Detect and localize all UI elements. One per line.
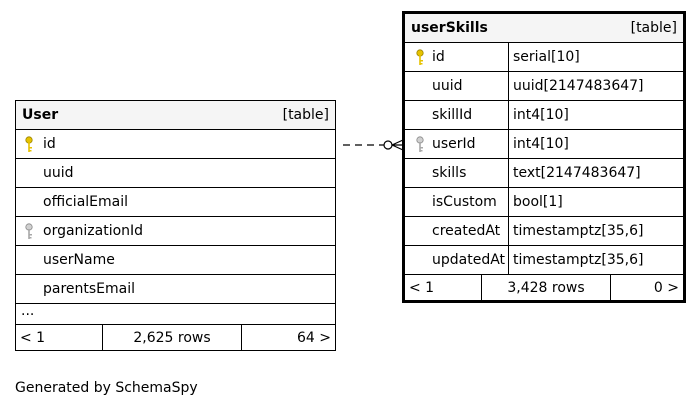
table-kind: [table] bbox=[630, 20, 677, 36]
column-name: id bbox=[43, 136, 56, 152]
column-type: timestamptz[35,6] bbox=[513, 252, 644, 268]
column-row-userName[interactable]: userName bbox=[16, 246, 335, 275]
column-name-cell: createdAt bbox=[405, 217, 509, 245]
column-name-cell: userId bbox=[405, 130, 509, 158]
column-row-updatedAt[interactable]: updatedAt timestamptz[35,6] bbox=[405, 246, 683, 275]
column-name: skillId bbox=[432, 107, 473, 123]
more-columns-ellipsis: ... bbox=[16, 304, 335, 325]
column-name: organizationId bbox=[43, 223, 144, 239]
row-count: 2,625 rows bbox=[103, 325, 242, 350]
column-name: officialEmail bbox=[43, 194, 128, 210]
column-name: userId bbox=[432, 136, 476, 152]
column-type: int4[10] bbox=[513, 107, 569, 123]
column-name-cell: skills bbox=[405, 159, 509, 187]
column-name: createdAt bbox=[432, 223, 501, 239]
generator-caption: Generated by SchemaSpy bbox=[15, 380, 198, 396]
column-row-skillId[interactable]: skillId int4[10] bbox=[405, 101, 683, 130]
table-footer: < 1 3,428 rows 0 > bbox=[405, 275, 683, 300]
crowfoot-marker bbox=[391, 139, 404, 151]
column-name: id bbox=[432, 49, 445, 65]
column-row-officialEmail[interactable]: officialEmail bbox=[16, 188, 335, 217]
next-page-link[interactable]: 64 > bbox=[297, 329, 331, 346]
userskills-table[interactable]: userSkills [table] id serial[10] uuid uu… bbox=[402, 11, 686, 303]
foreign-key-icon bbox=[25, 223, 33, 239]
column-row-userId[interactable]: userId int4[10] bbox=[405, 130, 683, 159]
table-name[interactable]: userSkills bbox=[411, 20, 488, 36]
user-table[interactable]: User [table] id uuid officialEmail organ… bbox=[15, 100, 336, 351]
column-name-cell: isCustom bbox=[405, 188, 509, 216]
column-name: userName bbox=[43, 252, 115, 268]
column-row-createdAt[interactable]: createdAt timestamptz[35,6] bbox=[405, 217, 683, 246]
column-name-cell: skillId bbox=[405, 101, 509, 129]
column-row-id[interactable]: id serial[10] bbox=[405, 43, 683, 72]
foreign-key-icon bbox=[416, 136, 424, 152]
column-row-id[interactable]: id bbox=[16, 130, 335, 159]
column-row-uuid[interactable]: uuid bbox=[16, 159, 335, 188]
table-name[interactable]: User bbox=[22, 107, 59, 123]
column-name-cell: uuid bbox=[405, 72, 509, 100]
column-type: bool[1] bbox=[513, 194, 563, 210]
primary-key-icon bbox=[416, 49, 424, 65]
column-type: timestamptz[35,6] bbox=[513, 223, 644, 239]
column-row-skills[interactable]: skills text[2147483647] bbox=[405, 159, 683, 188]
column-row-isCustom[interactable]: isCustom bool[1] bbox=[405, 188, 683, 217]
column-name-cell: updatedAt bbox=[405, 246, 509, 274]
column-name: parentsEmail bbox=[43, 281, 136, 297]
column-type: uuid[2147483647] bbox=[513, 78, 644, 94]
zero-marker bbox=[383, 140, 393, 150]
column-row-uuid[interactable]: uuid uuid[2147483647] bbox=[405, 72, 683, 101]
prev-page-link[interactable]: < 1 bbox=[405, 275, 482, 300]
column-type: text[2147483647] bbox=[513, 165, 641, 181]
column-name-cell: id bbox=[405, 43, 509, 71]
table-footer: < 1 2,625 rows 64 > bbox=[16, 325, 335, 350]
column-name: uuid bbox=[43, 165, 74, 181]
column-name: updatedAt bbox=[432, 252, 506, 268]
userskills-table-header[interactable]: userSkills [table] bbox=[405, 14, 683, 43]
column-type: int4[10] bbox=[513, 136, 569, 152]
prev-page-link[interactable]: < 1 bbox=[16, 325, 103, 350]
primary-key-icon bbox=[25, 136, 33, 152]
column-name: isCustom bbox=[432, 194, 497, 210]
column-type: serial[10] bbox=[513, 49, 580, 65]
column-row-parentsEmail[interactable]: parentsEmail bbox=[16, 275, 335, 304]
column-row-organizationId[interactable]: organizationId bbox=[16, 217, 335, 246]
column-name: uuid bbox=[432, 78, 463, 94]
row-count: 3,428 rows bbox=[482, 275, 611, 300]
user-table-header[interactable]: User [table] bbox=[16, 101, 335, 130]
table-kind: [table] bbox=[282, 107, 329, 123]
column-name: skills bbox=[432, 165, 467, 181]
next-page-link[interactable]: 0 > bbox=[653, 279, 679, 296]
